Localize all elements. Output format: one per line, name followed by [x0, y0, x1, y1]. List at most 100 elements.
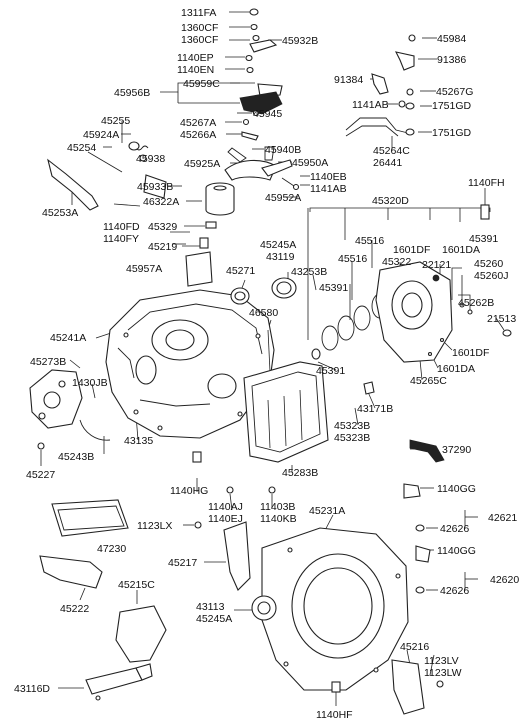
label-1751GD-b: 1751GD: [432, 127, 472, 139]
top-small-parts: [224, 8, 300, 191]
label-1140AJ: 1140AJ: [208, 501, 243, 513]
label-1601DF-a: 1601DF: [393, 244, 430, 256]
label-1141AB-c: 1141AB: [310, 183, 347, 195]
label-45323B-b: 45323B: [334, 432, 370, 444]
label-1123LW: 1123LW: [424, 667, 462, 679]
label-45267G: 45267G: [436, 86, 473, 98]
label-1140HG: 1140HG: [170, 485, 208, 497]
label-1140EJ: 1140EJ: [208, 513, 243, 525]
label-1601DA-a: 1601DA: [442, 244, 480, 256]
label-45984: 45984: [437, 33, 466, 45]
seals: [230, 277, 389, 373]
label-43119: 43119: [266, 251, 295, 263]
bolts: [192, 451, 431, 594]
label-1140GG-b: 1140GG: [437, 545, 476, 557]
label-1140FD: 1140FD: [103, 221, 140, 233]
bracket-45216: [391, 659, 425, 715]
label-42626-b: 42626: [440, 585, 469, 597]
label-45323B-a: 45323B: [334, 420, 370, 432]
oil-pump: [375, 261, 512, 363]
label-45273B: 45273B: [30, 356, 66, 368]
label-45260: 45260: [474, 258, 503, 270]
label-45933B: 45933B: [137, 181, 173, 193]
label-45924A: 45924A: [83, 129, 119, 141]
label-45260J: 45260J: [474, 270, 508, 282]
plate-45222: [39, 555, 103, 589]
label-45219: 45219: [148, 241, 177, 253]
label-45957A: 45957A: [126, 263, 162, 275]
drain-plug-43171B: [363, 381, 375, 395]
label-1751GD-a: 1751GD: [432, 100, 472, 112]
label-45391-c: 45391: [316, 365, 345, 377]
label-1360CF-a: 1360CF: [181, 22, 218, 34]
label-1140KB: 1140KB: [260, 513, 297, 525]
label-1140FY: 1140FY: [103, 233, 139, 245]
label-45227: 45227: [26, 469, 55, 481]
label-45391-a: 45391: [469, 233, 498, 245]
bracket-45215C: [115, 605, 167, 663]
label-47230: 47230: [97, 543, 126, 555]
label-45254: 45254: [67, 142, 96, 154]
label-1140GG-a: 1140GG: [437, 483, 476, 495]
label-45216: 45216: [400, 641, 429, 653]
transmission-case: [105, 289, 275, 439]
top-right-parts: [345, 34, 490, 220]
label-45265C: 45265C: [410, 375, 447, 387]
label-45925A: 45925A: [184, 158, 220, 170]
oil-pan: [243, 361, 329, 463]
label-1360CF-b: 1360CF: [181, 34, 218, 46]
label-45945: 45945: [253, 108, 282, 120]
label-45255: 45255: [101, 115, 130, 127]
converter-housing: [251, 527, 409, 691]
label-45243B: 45243B: [58, 451, 94, 463]
label-21513: 21513: [487, 313, 516, 325]
label-45271: 45271: [226, 265, 255, 277]
bracket-45217: [223, 521, 251, 591]
label-1141AB-b: 1141AB: [352, 99, 389, 111]
label-42620: 42620: [490, 574, 519, 586]
side-cover: [29, 369, 139, 450]
label-45959C: 45959C: [183, 78, 220, 90]
part-labels: 1311FA 1360CF 1360CF 45932B 1140EP 1140E…: [14, 7, 519, 721]
label-45245A-bot: 45245A: [196, 613, 232, 625]
label-1123LV: 1123LV: [424, 655, 459, 667]
label-1311FA: 1311FA: [181, 7, 216, 19]
label-1140EB: 1140EB: [310, 171, 347, 183]
label-45267A: 45267A: [180, 117, 216, 129]
label-45283B: 45283B: [282, 467, 318, 479]
label-45950A: 45950A: [292, 157, 328, 169]
label-43116D: 43116D: [14, 683, 50, 695]
label-45264C: 45264C: [373, 145, 410, 157]
left-small-parts: [47, 141, 235, 287]
label-1140EP: 1140EP: [177, 52, 214, 64]
label-45391-b: 45391: [319, 282, 348, 294]
label-1140EN: 1140EN: [177, 64, 214, 76]
label-45940B: 45940B: [265, 144, 301, 156]
oil-filter-47230: [51, 499, 129, 537]
label-1430JB: 1430JB: [72, 377, 108, 389]
sealant-tube: [85, 663, 153, 701]
label-43113: 43113: [196, 601, 225, 613]
label-1140HF: 1140HF: [316, 709, 353, 721]
label-45241A: 45241A: [50, 332, 86, 344]
label-1123LX: 1123LX: [137, 520, 172, 532]
label-1601DA-b: 1601DA: [437, 363, 475, 375]
label-45217: 45217: [168, 557, 197, 569]
label-45215C: 45215C: [118, 579, 155, 591]
label-91384: 91384: [334, 74, 363, 86]
label-45516-a: 45516: [355, 235, 384, 247]
label-11403B: 11403B: [260, 501, 295, 513]
label-43135: 43135: [124, 435, 153, 447]
label-1601DF-b: 1601DF: [452, 347, 489, 359]
label-1140FH: 1140FH: [468, 177, 505, 189]
label-45938: 45938: [136, 153, 165, 165]
label-43253B: 43253B: [291, 266, 327, 278]
label-45222: 45222: [60, 603, 89, 615]
label-45956B: 45956B: [114, 87, 150, 99]
label-26441: 26441: [373, 157, 402, 169]
label-42626-a: 42626: [440, 523, 469, 535]
label-46322A: 46322A: [143, 196, 179, 208]
label-45932B: 45932B: [282, 35, 318, 47]
